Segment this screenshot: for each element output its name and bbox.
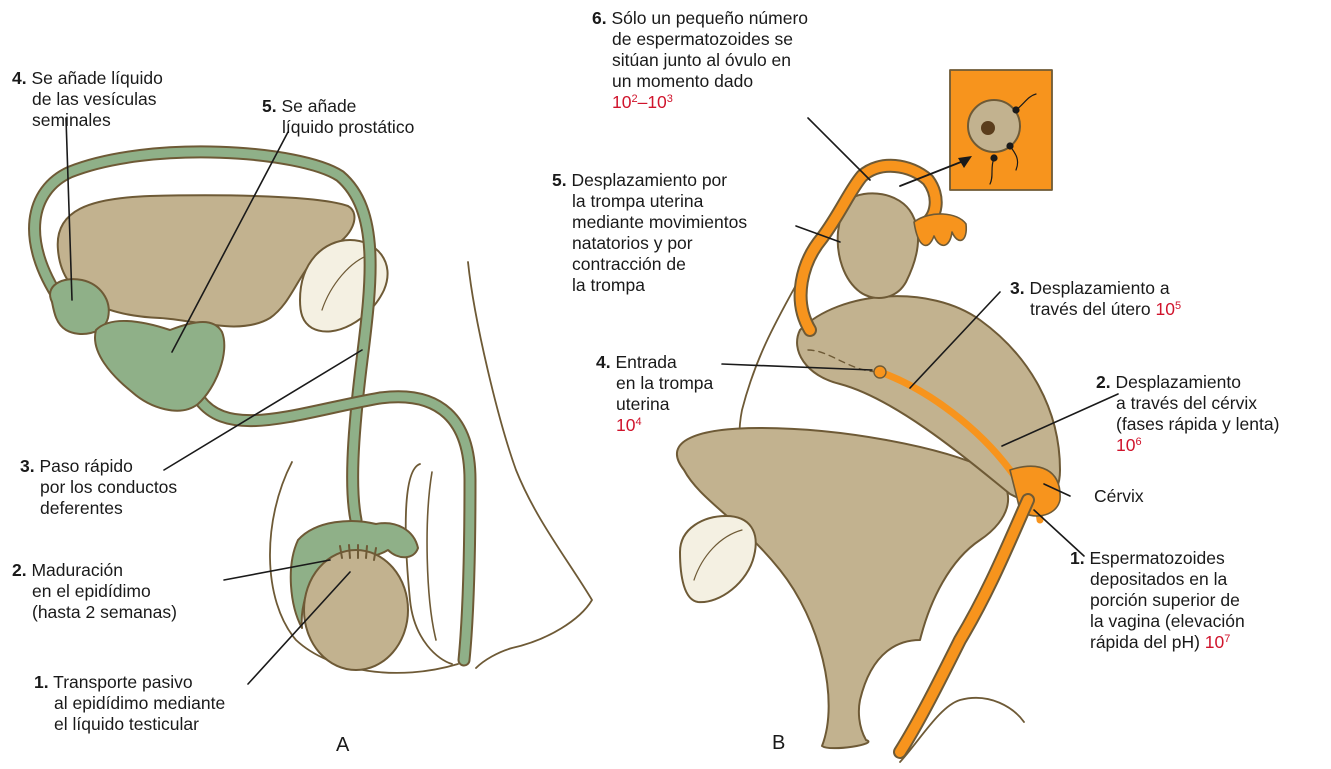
label-b-step6-line-2: de espermatozoides se	[592, 29, 808, 50]
label-a-step1-number: 1.	[34, 672, 49, 692]
label-b-step2-line-1: Desplazamiento	[1115, 372, 1240, 392]
count-1-exp: 7	[1224, 633, 1230, 645]
label-a-step1-line-3: el líquido testicular	[34, 714, 225, 735]
label-b-step4: 4. Entrada en la trompa uterina 104	[596, 352, 713, 436]
label-b-step3: 3. Desplazamiento a través del útero 105	[1010, 278, 1181, 320]
label-a-step3-number: 3.	[20, 456, 35, 476]
testis	[304, 550, 408, 670]
label-b-step5-line-6: la trompa	[552, 275, 747, 296]
label-b-cervix-text: Cérvix	[1094, 486, 1144, 507]
label-b-step4-line-3: uterina	[596, 394, 713, 415]
label-b-step6-line-1: Sólo un pequeño número	[611, 8, 808, 28]
label-b-step2-number: 2.	[1096, 372, 1111, 392]
label-a-step2-line-3: (hasta 2 semanas)	[12, 602, 177, 623]
panel-a-letter: A	[336, 734, 349, 757]
label-b-step1-count: 107	[1205, 632, 1231, 652]
count-2-exp: 6	[1135, 436, 1141, 448]
label-b-step1-line-5: rápida del pH)	[1090, 632, 1200, 652]
label-a-step3-line-3: deferentes	[20, 498, 177, 519]
count-2-base: 10	[1116, 435, 1135, 455]
label-b-step2-count: 106	[1096, 435, 1279, 456]
ovary	[838, 193, 918, 298]
count-3-exp: 5	[1175, 300, 1181, 312]
label-b-step1-line-2: depositados en la	[1070, 569, 1245, 590]
label-b-step1-number: 1.	[1070, 548, 1085, 568]
count-4-exp: 4	[635, 416, 641, 428]
label-b-step5: 5. Desplazamiento por la trompa uterina …	[552, 170, 747, 296]
body-contour-right	[468, 262, 592, 668]
label-a-step4-line-1: Se añade líquido	[31, 68, 162, 88]
label-a-step4-line-3: seminales	[12, 110, 163, 131]
label-b-step6-count: 102–103	[592, 92, 808, 113]
label-a-step4-number: 4.	[12, 68, 27, 88]
label-b-step3-number: 3.	[1010, 278, 1025, 298]
label-b-step1-line-4: la vagina (elevación	[1070, 611, 1245, 632]
label-b-step5-line-5: contracción de	[552, 254, 747, 275]
label-a-step1: 1. Transporte pasivo al epidídimo median…	[34, 672, 225, 735]
ovum-nucleus	[981, 121, 995, 135]
count-6-base-2: 10	[647, 92, 666, 112]
label-a-step2-number: 2.	[12, 560, 27, 580]
label-a-step3-line-2: por los conductos	[20, 477, 177, 498]
label-a-step5-line-1: Se añade	[281, 96, 356, 116]
count-3-base: 10	[1156, 299, 1175, 319]
label-b-step6-line-4: un momento dado	[592, 71, 808, 92]
prostate	[95, 321, 224, 411]
label-a-step2-line-2: en el epidídimo	[12, 581, 177, 602]
label-b-step1-line-3: porción superior de	[1070, 590, 1245, 611]
label-b-step5-line-2: la trompa uterina	[552, 191, 747, 212]
count-6-exp-2: 3	[667, 93, 673, 105]
label-a-step5: 5. Se añade líquido prostático	[262, 96, 414, 138]
label-b-step5-line-4: natatorios y por	[552, 233, 747, 254]
label-a-step3-line-1: Paso rápido	[39, 456, 132, 476]
label-b-cervix: Cérvix	[1094, 486, 1144, 507]
label-a-step5-line-2: líquido prostático	[262, 117, 414, 138]
label-b-step4-count: 104	[596, 415, 713, 436]
label-b-step4-line-1: Entrada	[615, 352, 676, 372]
label-b-step5-line-3: mediante movimientos	[552, 212, 747, 233]
count-1-base: 10	[1205, 632, 1224, 652]
label-b-step3-line-1: Desplazamiento a	[1029, 278, 1169, 298]
label-a-step4-line-2: de las vesículas	[12, 89, 163, 110]
penis-contour-inner	[427, 472, 436, 640]
label-b-step2: 2. Desplazamiento a través del cérvix (f…	[1096, 372, 1279, 456]
label-b-step6-line-3: sitúan junto al óvulo en	[592, 50, 808, 71]
count-6-base-1: 10	[612, 92, 631, 112]
label-a-step1-line-1: Transporte pasivo	[53, 672, 192, 692]
pubic-bone-b	[680, 516, 756, 602]
label-b-step5-number: 5.	[552, 170, 567, 190]
label-a-step4: 4. Se añade líquido de las vesículas sem…	[12, 68, 163, 131]
label-a-step3: 3. Paso rápido por los conductos deferen…	[20, 456, 177, 519]
fimbriae	[914, 214, 966, 246]
panel-b-letter: B	[772, 732, 785, 755]
label-a-step2-line-1: Maduración	[31, 560, 122, 580]
label-b-step1-line-1: Espermatozoides	[1089, 548, 1224, 568]
label-b-step6: 6. Sólo un pequeño número de espermatozo…	[592, 8, 808, 113]
count-6-sep: –	[638, 92, 648, 112]
oocyte-entry-marker	[874, 366, 886, 378]
count-4-base: 10	[616, 415, 635, 435]
label-b-step3-line-2: través del útero	[1030, 299, 1151, 319]
label-a-step1-line-2: al epidídimo mediante	[34, 693, 225, 714]
label-b-step2-line-3: (fases rápida y lenta)	[1096, 414, 1279, 435]
label-b-step4-line-2: en la trompa	[596, 373, 713, 394]
label-b-step4-number: 4.	[596, 352, 611, 372]
label-b-step3-count: 105	[1156, 299, 1182, 319]
label-a-step2: 2. Maduración en el epidídimo (hasta 2 s…	[12, 560, 177, 623]
label-b-step6-number: 6.	[592, 8, 607, 28]
label-b-step1: 1. Espermatozoides depositados en la por…	[1070, 548, 1245, 653]
label-a-step5-number: 5.	[262, 96, 277, 116]
label-b-step5-line-1: Desplazamiento por	[571, 170, 727, 190]
label-b-step2-line-2: a través del cérvix	[1096, 393, 1279, 414]
